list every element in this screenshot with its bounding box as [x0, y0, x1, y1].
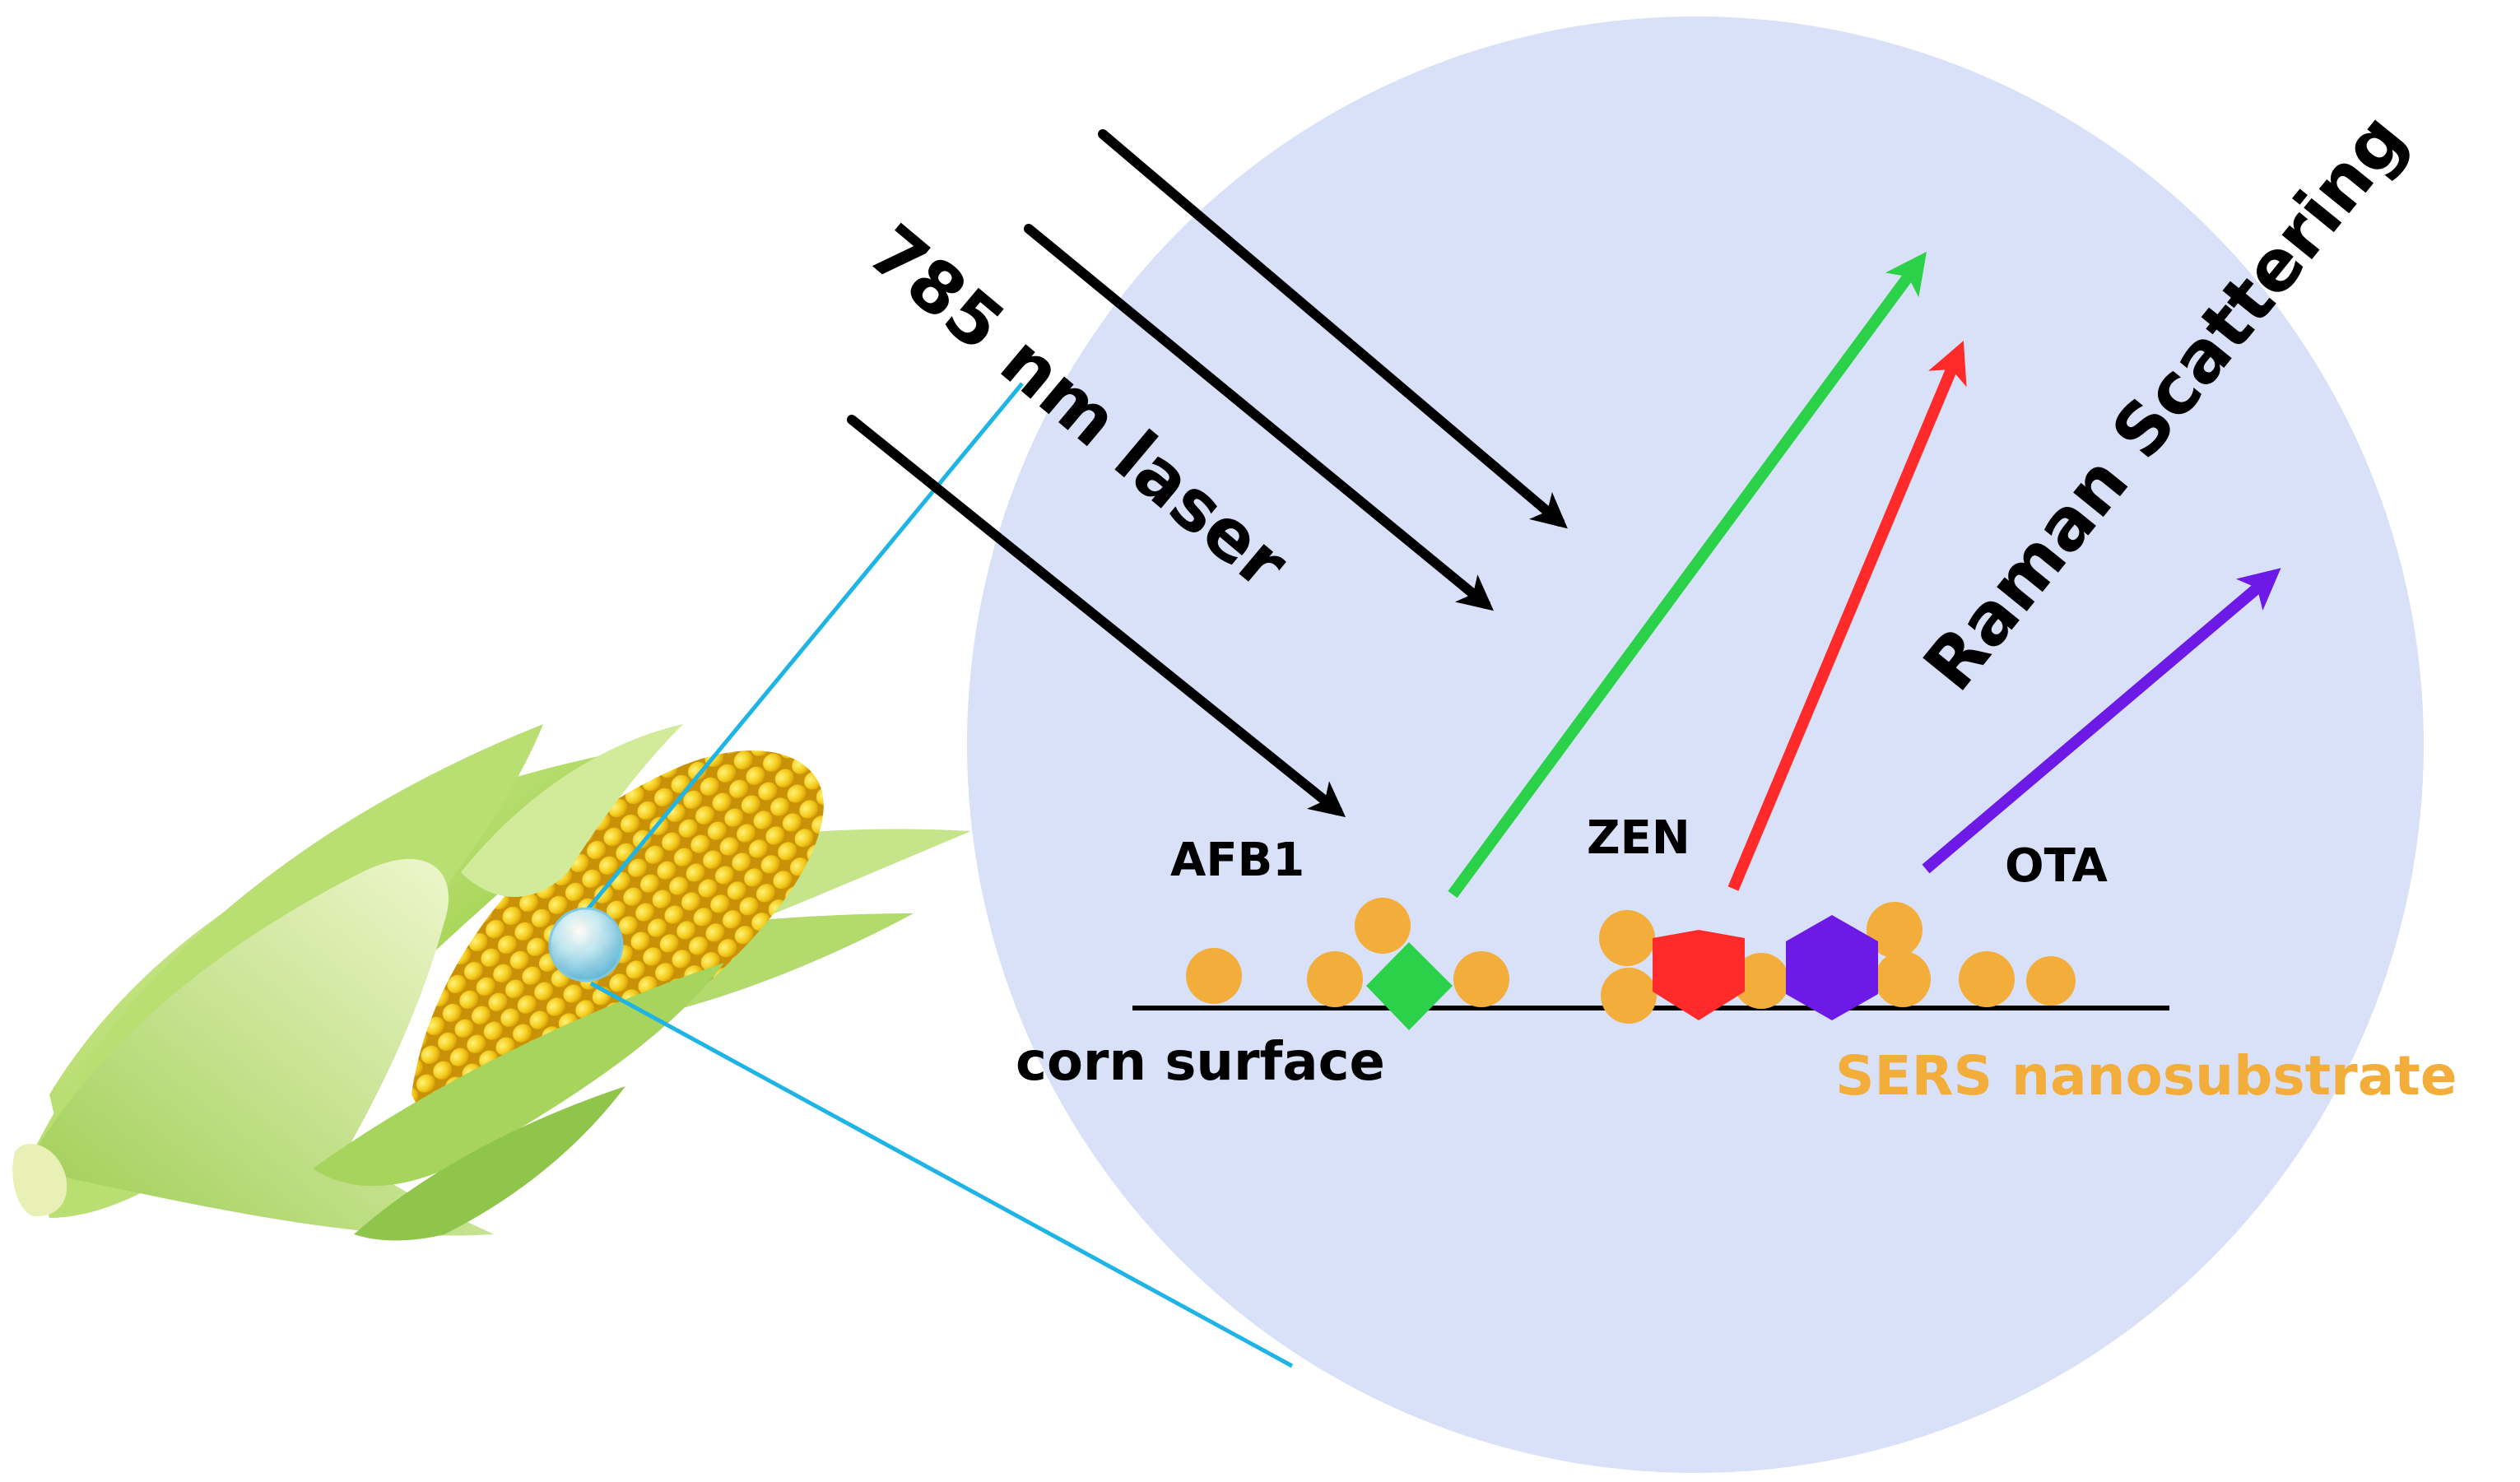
- zen-raman-arrow: [1727, 341, 1967, 891]
- nanoparticle: [1601, 968, 1657, 1024]
- afb1-molecule-green-diamond: [1366, 942, 1453, 1030]
- ota-label: OTA: [2005, 839, 2108, 893]
- laser-arrow: [1024, 224, 1495, 611]
- corn-cob-icon: [12, 724, 971, 1241]
- magnifier-bubble-icon: [548, 907, 624, 983]
- callout-line-bottom: [589, 981, 1294, 1368]
- afb1-raman-arrow: [1448, 251, 1927, 899]
- nanoparticle: [1875, 951, 1931, 1007]
- ota-molecule-purple-hexagon: [1786, 915, 1878, 1020]
- laser-beams: [847, 129, 1568, 818]
- zen-label: ZEN: [1587, 811, 1690, 865]
- laser-arrow: [1098, 129, 1568, 529]
- nanoparticle: [1186, 948, 1242, 1004]
- magnified-view-circle: [967, 16, 2424, 1473]
- nanoparticle: [1453, 951, 1509, 1007]
- callout-line-top: [583, 382, 1024, 915]
- nanoparticle: [2026, 956, 2076, 1006]
- zen-molecule-red-pentagon: [1653, 930, 1745, 1020]
- laser-arrow: [847, 415, 1346, 818]
- nanoparticle: [1307, 951, 1363, 1007]
- ota-raman-arrow: [1922, 568, 2281, 874]
- corn-surface-label: corn surface: [1016, 1032, 1385, 1093]
- sers-nanosubstrate-label: SERS nanosubstrate: [1835, 1044, 2457, 1108]
- nanoparticle: [1355, 898, 1411, 954]
- sers-nanoparticles: [1186, 898, 2076, 1024]
- nanoparticle: [1959, 951, 2015, 1007]
- nanoparticle: [1599, 910, 1655, 966]
- afb1-label: AFB1: [1170, 834, 1304, 887]
- nanoparticle: [1733, 953, 1789, 1009]
- nanoparticle: [1867, 902, 1923, 958]
